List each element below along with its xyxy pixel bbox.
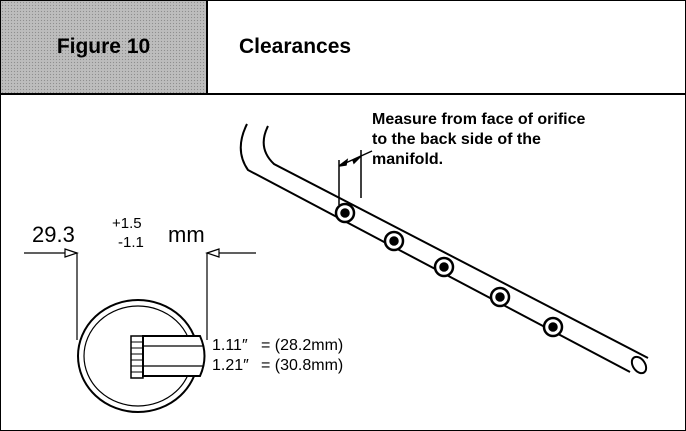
tolerance-minus: -1.1 [118,234,144,251]
note-line-3: manifold. [372,151,443,168]
spec-inches-1: 1.11″ [212,337,248,354]
note-line-1: Measure from face of orifice [372,111,586,128]
orifice-3 [433,256,455,278]
spec-mm-1: = (28.2mm) [261,337,343,354]
dimension-unit: mm [168,222,205,247]
note-line-2: to the back side of the [372,131,541,148]
manifold-pipe [239,123,649,375]
measurement-indicator [338,150,373,205]
orifice-2 [383,230,405,252]
orifice-5 [542,316,564,338]
spec-inches-2: 1.21″ [212,357,249,374]
orifice-row [334,202,564,338]
orifice-side-view [77,299,206,413]
orifice-threads [131,341,143,373]
orifice-1 [334,202,356,224]
figure-header: Figure 10 Clearances [1,1,685,95]
orifice-4 [489,286,511,308]
dimension-lines [24,248,256,340]
tolerance-plus: +1.5 [112,215,142,232]
figure-number: Figure 10 [1,1,208,93]
figure-title: Clearances [239,35,352,58]
spec-mm-2: = (30.8mm) [261,357,343,374]
dimension-value: 29.3 [32,222,75,247]
